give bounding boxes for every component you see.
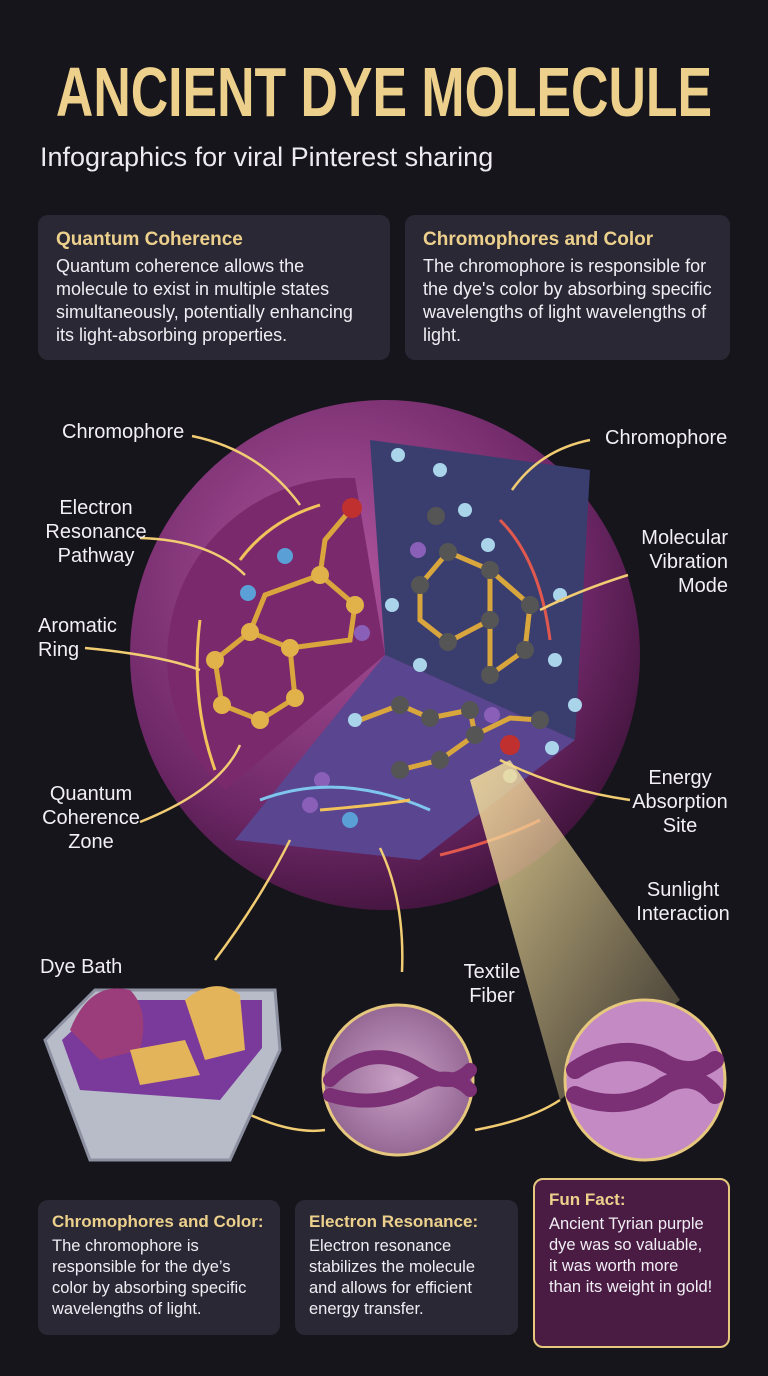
page-title: ANCIENT DYE MOLECULE [55, 53, 713, 131]
card-title: Chromophores and Color: [52, 1212, 264, 1231]
label-chromophore-right: Chromophore [605, 427, 728, 449]
info-card-chromophores: Chromophores and Color The chromophore i… [405, 215, 730, 360]
label-textile-fiber: Textile Fiber [463, 961, 521, 1007]
label-sunlight: Sunlight Interaction [636, 879, 730, 925]
info-card-electron-resonance: Electron Resonance: Electron resonance s… [295, 1200, 518, 1335]
card-title: Electron Resonance: [309, 1212, 479, 1231]
card-title: Quantum Coherence [56, 229, 243, 250]
card-title: Fun Fact: [549, 1190, 626, 1209]
atoms [206, 448, 582, 828]
fun-fact-card: Fun Fact: Ancient Tyrian purple dye was … [533, 1178, 730, 1348]
card-body: The chromophore is responsible for the d… [423, 256, 712, 345]
label-electron-resonance: Electron Resonance Pathway [45, 497, 147, 567]
page-subtitle: Infographics for viral Pinterest sharing [40, 142, 494, 172]
card-body: Ancient Tyrian purple dye was so valuabl… [549, 1215, 713, 1296]
label-vibration-mode: Molecular Vibration Mode [641, 527, 728, 597]
dye-bath-illustration [43, 986, 282, 1162]
fiber-strands [323, 1050, 477, 1108]
label-chromophore-left: Chromophore [62, 421, 185, 443]
info-card-chromophores-bottom: Chromophores and Color: The chromophore … [38, 1200, 280, 1335]
card-title: Chromophores and Color [423, 229, 654, 250]
info-card-quantum-coherence: Quantum Coherence Quantum coherence allo… [38, 215, 390, 360]
card-body: The chromophore is responsible for the d… [52, 1237, 247, 1318]
closeup-strands [566, 1043, 724, 1112]
label-aromatic-ring: Aromatic Ring [38, 615, 117, 661]
label-dye-bath: Dye Bath [40, 956, 123, 978]
label-energy-absorption: Energy Absorption Site [632, 767, 728, 837]
label-pointers [84, 434, 631, 1133]
card-body: Electron resonance stabilizes the molecu… [309, 1237, 475, 1318]
label-quantum-zone: Quantum Coherence Zone [42, 783, 140, 853]
card-body: Quantum coherence allows the molecule to… [56, 256, 353, 345]
fiber-closeup-circle [563, 998, 727, 1162]
